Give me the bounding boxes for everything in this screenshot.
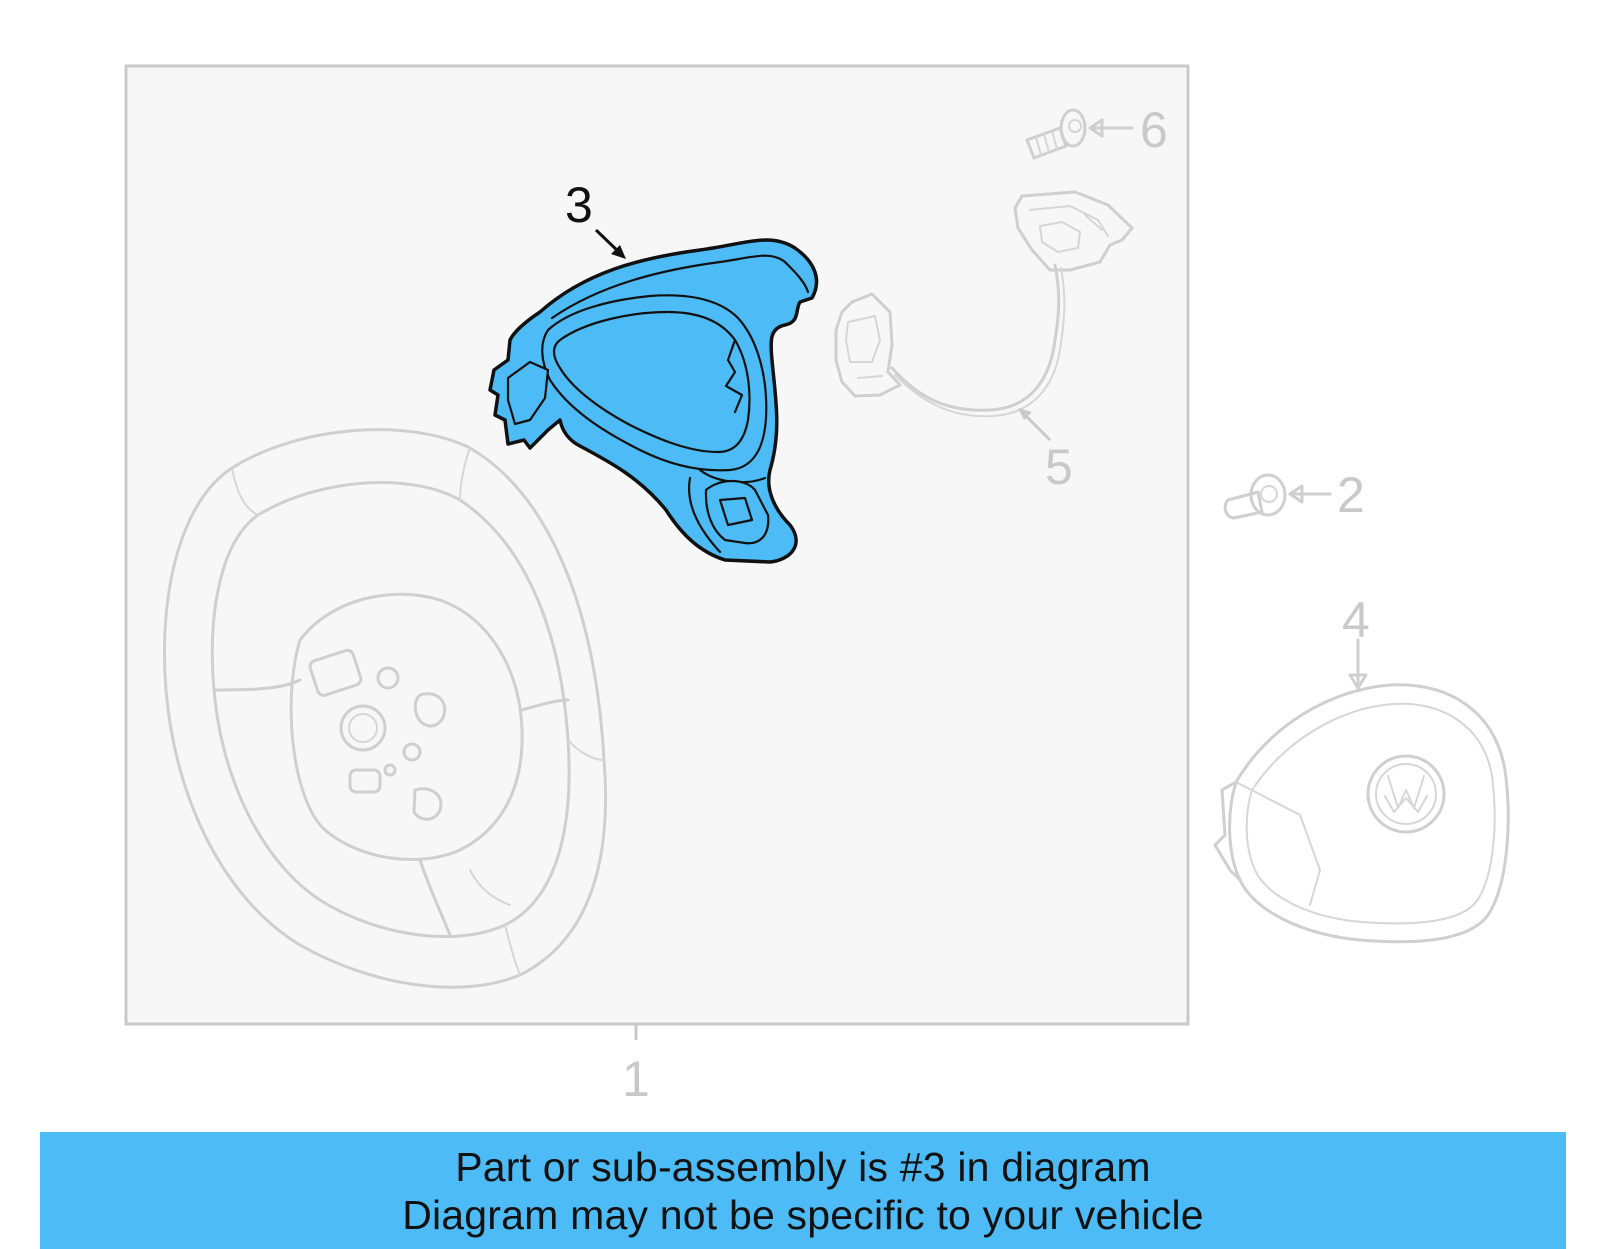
screw-part-6[interactable] [1025,108,1134,160]
leader-lines [594,228,1052,1040]
callout-2: 2 [1337,467,1365,523]
leader-arrow-5 [1018,408,1032,420]
callout-3: 3 [565,177,593,233]
leader-arrow-3 [611,245,626,259]
banner-line-part-info: Part or sub-assembly is #3 in diagram [455,1144,1151,1190]
steering-wheel-part[interactable] [162,428,608,989]
switch-assembly-part-5[interactable] [834,190,1134,418]
callout-1: 1 [622,1051,650,1107]
info-banner: Part or sub-assembly is #3 in diagram Di… [40,1132,1566,1249]
screw-part-2[interactable] [1223,473,1332,520]
callout-6: 6 [1140,102,1168,158]
callout-5: 5 [1045,439,1073,495]
trim-cover-part-3[interactable] [488,238,819,564]
parts-diagram: 1 2 3 4 5 6 [124,64,1510,1107]
banner-line-disclaimer: Diagram may not be specific to your vehi… [402,1192,1204,1238]
callout-4: 4 [1342,592,1370,648]
assembly-frame [124,64,1190,1026]
airbag-module-part-4[interactable] [1213,638,1510,944]
